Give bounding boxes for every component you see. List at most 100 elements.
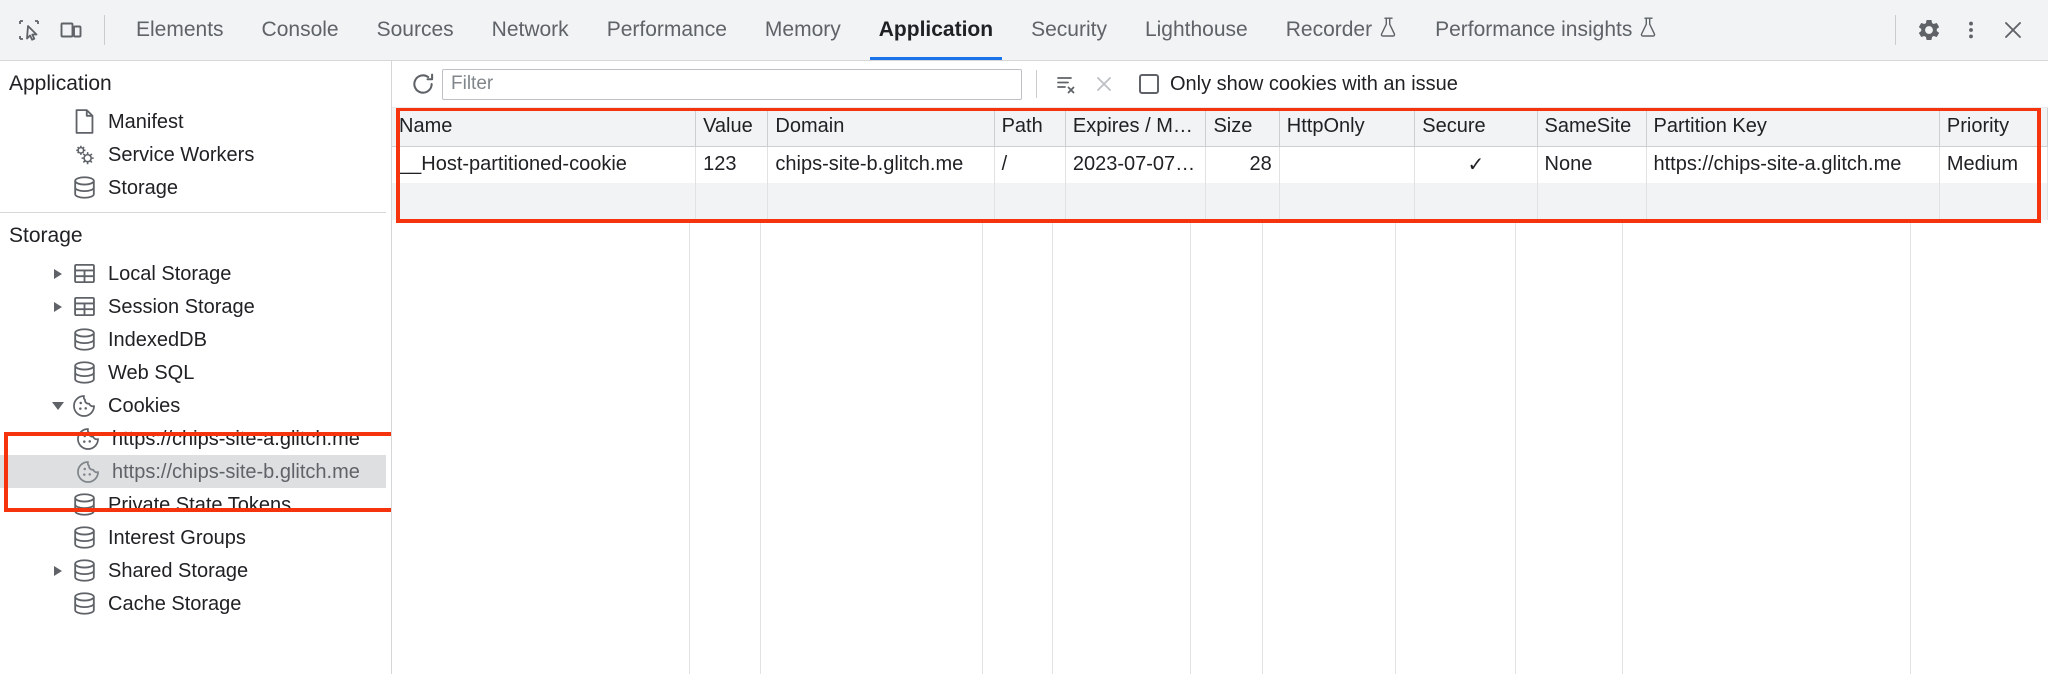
filler-cell: [767, 183, 995, 220]
tab-label: Sources: [376, 18, 454, 41]
sidebar-item-label: Storage: [108, 176, 179, 199]
toolbar-divider: [104, 15, 105, 45]
sidebar-item-storage[interactable]: Storage: [0, 171, 391, 204]
sidebar-item-service-workers[interactable]: Service Workers: [0, 138, 391, 171]
chevron-right-icon[interactable]: [48, 565, 68, 576]
tab-memory[interactable]: Memory: [746, 0, 860, 60]
tab-label: Security: [1031, 18, 1107, 41]
cell-path: /: [994, 146, 1066, 183]
delete-selected-cookie-icon[interactable]: [1085, 65, 1123, 103]
sidebar-item-indexeddb[interactable]: IndexedDB: [0, 323, 391, 356]
sidebar-item-session-storage[interactable]: Session Storage: [0, 290, 391, 323]
sidebar-item-web-sql[interactable]: Web SQL: [0, 356, 391, 389]
sidebar-item-shared-storage[interactable]: Shared Storage: [0, 554, 391, 587]
tab-performance[interactable]: Performance: [588, 0, 746, 60]
column-header-partition-key[interactable]: Partition Key: [1646, 108, 1940, 147]
clear-all-cookies-icon[interactable]: [1047, 65, 1085, 103]
tab-recorder[interactable]: Recorder: [1267, 0, 1416, 60]
panel-tab-strip: Elements Console Sources Network Perform…: [117, 0, 1883, 60]
filter-input[interactable]: [442, 68, 1022, 100]
table-grid-icon: [68, 295, 100, 318]
cell-name: __Host-partitioned-cookie: [392, 146, 697, 183]
sidebar-item-label: Web SQL: [108, 361, 195, 384]
column-header-size[interactable]: Size: [1205, 108, 1280, 147]
sidebar-item-label: https://chips-site-a.glitch.me: [112, 427, 360, 450]
sidebar-item-local-storage[interactable]: Local Storage: [0, 257, 391, 290]
toolbar-divider-right: [1895, 15, 1896, 45]
tab-network[interactable]: Network: [473, 0, 588, 60]
inspect-element-icon[interactable]: [8, 9, 50, 51]
filter-bar-divider: [1036, 70, 1037, 98]
filler-cell: [1939, 183, 2048, 220]
tab-performance-insights[interactable]: Performance insights: [1416, 0, 1676, 60]
tab-console[interactable]: Console: [243, 0, 358, 60]
sidebar-item-label: Shared Storage: [108, 559, 249, 582]
sidebar-item-label: Interest Groups: [108, 526, 246, 549]
column-header-path[interactable]: Path: [994, 108, 1066, 147]
toolbar-right-actions: [1883, 9, 2034, 51]
sidebar-item-private-state-tokens[interactable]: Private State Tokens: [0, 488, 391, 521]
sidebar-section-title-storage: Storage: [9, 224, 83, 247]
sidebar-item-cookies[interactable]: Cookies: [0, 389, 391, 422]
tab-elements[interactable]: Elements: [117, 0, 243, 60]
table-header-row: Name Value Domain Path Expires / M… Size…: [392, 108, 2048, 147]
tab-label: Memory: [764, 18, 841, 41]
sidebar-item-label: Session Storage: [108, 295, 255, 318]
cell-samesite: None: [1537, 146, 1647, 183]
sidebar-divider: [0, 212, 391, 213]
sidebar-item-cookies-chips-site-b[interactable]: https://chips-site-b.glitch.me: [0, 455, 391, 488]
column-header-secure[interactable]: Secure: [1414, 108, 1538, 147]
sidebar-item-interest-groups[interactable]: Interest Groups: [0, 521, 391, 554]
checkbox-box[interactable]: [1139, 74, 1159, 94]
filler-cell: [1205, 183, 1280, 220]
cookies-filter-bar: Only show cookies with an issue: [392, 61, 2048, 108]
cell-partition-key: https://chips-site-a.glitch.me: [1646, 146, 1940, 183]
cookie-icon: [68, 394, 100, 418]
close-icon[interactable]: [1992, 9, 2034, 51]
tab-security[interactable]: Security: [1012, 0, 1126, 60]
cell-secure: ✓: [1414, 146, 1538, 183]
column-header-name[interactable]: Name: [392, 108, 697, 147]
only-show-cookies-with-issue-checkbox[interactable]: Only show cookies with an issue: [1139, 73, 1458, 96]
sidebar-item-manifest[interactable]: Manifest: [0, 105, 391, 138]
tab-application[interactable]: Application: [860, 0, 1012, 60]
experiment-flask-icon: [1640, 17, 1657, 43]
column-header-httponly[interactable]: HttpOnly: [1279, 108, 1416, 147]
sidebar-item-cookies-chips-site-a[interactable]: https://chips-site-a.glitch.me: [0, 422, 391, 455]
sidebar-scrollbar[interactable]: [386, 61, 391, 674]
sidebar-item-label: Service Workers: [108, 143, 255, 166]
column-header-domain[interactable]: Domain: [767, 108, 995, 147]
database-icon: [68, 176, 100, 199]
column-header-value[interactable]: Value: [695, 108, 769, 147]
filler-cell: [1065, 183, 1207, 220]
table-row[interactable]: __Host-partitioned-cookie 123 chips-site…: [392, 146, 2048, 183]
filler-cell: [695, 183, 769, 220]
sidebar-section-title-application: Application: [9, 72, 112, 95]
filler-cell: [1414, 183, 1538, 220]
column-header-priority[interactable]: Priority: [1939, 108, 2048, 147]
filler-cell: [392, 183, 697, 220]
chevron-right-icon[interactable]: [48, 301, 68, 312]
database-icon: [68, 328, 100, 351]
cell-value: 123: [695, 146, 769, 183]
service-workers-gears-icon: [68, 142, 100, 167]
tab-sources[interactable]: Sources: [358, 0, 473, 60]
tab-label: Performance: [606, 18, 727, 41]
column-header-samesite[interactable]: SameSite: [1537, 108, 1647, 147]
column-header-expires[interactable]: Expires / M…: [1065, 108, 1207, 147]
cookies-table-body: __Host-partitioned-cookie 123 chips-site…: [392, 146, 2048, 220]
refresh-icon[interactable]: [404, 65, 442, 103]
sidebar-item-label: Cookies: [108, 394, 181, 417]
sidebar-item-label: IndexedDB: [108, 328, 207, 351]
gear-icon[interactable]: [1908, 9, 1950, 51]
device-toolbar-icon[interactable]: [50, 9, 92, 51]
chevron-right-icon[interactable]: [48, 268, 68, 279]
sidebar-item-label: Local Storage: [108, 262, 232, 285]
sidebar-item-cache-storage[interactable]: Cache Storage: [0, 587, 391, 620]
sidebar-item-label: https://chips-site-b.glitch.me: [112, 460, 360, 483]
cell-size: 28: [1205, 146, 1280, 183]
tab-lighthouse[interactable]: Lighthouse: [1126, 0, 1267, 60]
chevron-down-icon[interactable]: [48, 401, 68, 410]
filler-cell: [1537, 183, 1647, 220]
kebab-menu-icon[interactable]: [1950, 9, 1992, 51]
